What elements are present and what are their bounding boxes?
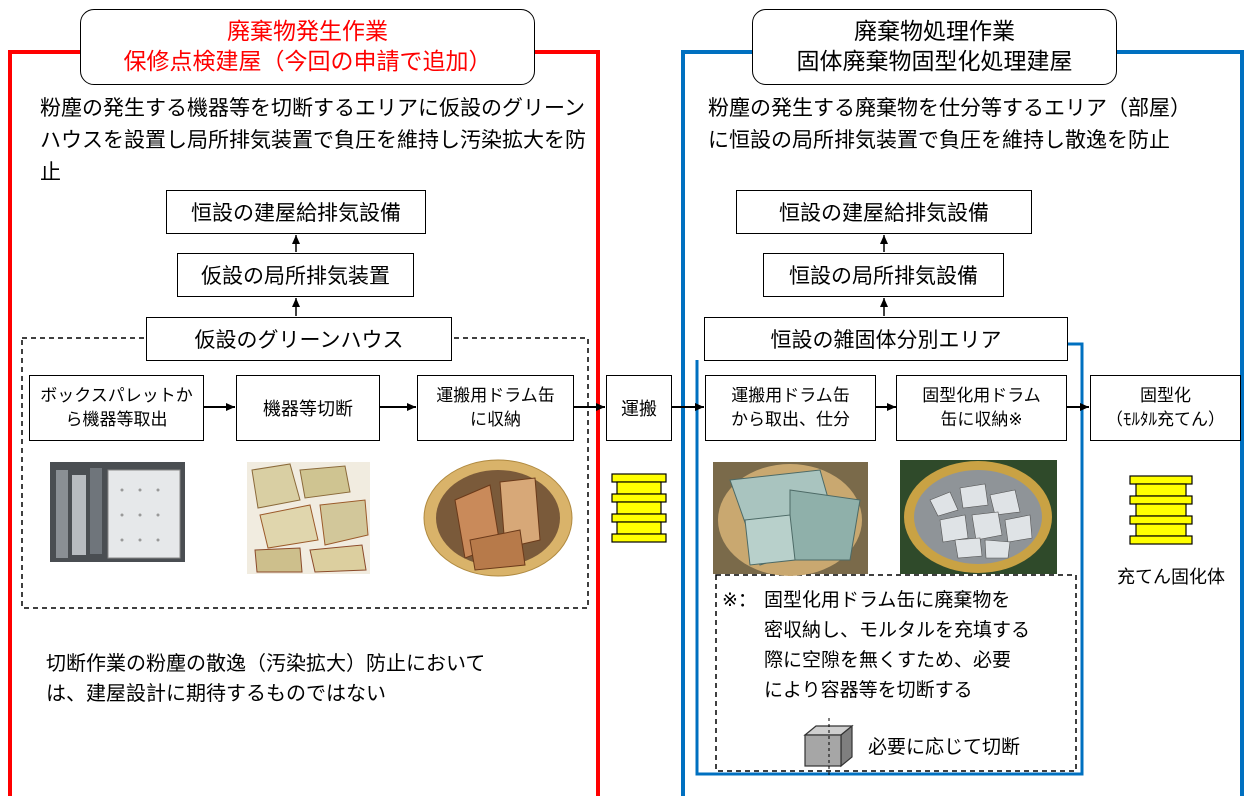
right-panel-title: 廃棄物処理作業 固体廃棄物固型化処理建屋 [752,9,1117,85]
photo-drum-storage [423,459,573,577]
photo-solidification-drum [900,460,1057,574]
drum-stack-icon-solidified [1129,475,1193,545]
solidified-label: 充てん固化体 [1117,567,1225,588]
cut-cube-icon [803,718,854,775]
right-title-line2: 固体廃棄物固型化処理建屋 [796,49,1073,75]
left-exhaust-local-box: 仮設の局所排気装置 [177,253,414,297]
left-step1-box: ボックスパレットか ら機器等取出 [29,375,204,441]
left-step2-box: 機器等切断 [236,375,380,441]
photo-cut-equipment [247,462,370,574]
left-title-line2: 保修点検建屋（今回の申請で追加） [123,49,492,75]
photo-box-pallet [50,462,185,562]
left-note: 切断作業の粉塵の散逸（汚染拡大）防止において は、建屋設計に期待するものではない [46,651,486,705]
transport-box: 運搬 [606,375,672,441]
left-title-line1: 廃棄物発生作業 [227,19,388,45]
right-sorting-area-box: 恒設の雑固体分別エリア [704,317,1068,361]
left-description: 粉塵の発生する機器等を切断するエリアに仮設のグリーンハウスを設置し局所排気装置で… [40,96,586,184]
right-exhaust-top-box: 恒設の建屋給排気設備 [736,190,1032,234]
drum-stack-icon-transport [611,473,667,543]
left-panel-frame [8,50,600,796]
right-exhaust-local-box: 恒設の局所排気設備 [763,253,1004,297]
right-step2-box: 固型化用ドラム 缶に収納※ [896,375,1067,441]
left-exhaust-top-box: 恒設の建屋給排気設備 [166,190,426,234]
right-panel-frame [681,50,1244,796]
right-title-line1: 廃棄物処理作業 [854,19,1015,45]
right-step3-box: 固型化 （ﾓﾙﾀﾙ充てん） [1090,375,1241,441]
left-panel-title: 廃棄物発生作業 保修点検建屋（今回の申請で追加） [80,9,535,85]
right-step1-box: 運搬用ドラム缶 から取出、仕分 [705,375,876,441]
right-description: 粉塵の発生する廃棄物を仕分等するエリア（部屋） に恒設の局所排気装置で負圧を維持… [708,96,1191,152]
photo-sorting [713,462,868,576]
left-greenhouse-box: 仮設のグリーンハウス [146,317,452,361]
footnote-boundary [715,574,1077,772]
sorting-area-frame [695,342,1084,776]
cut-label: 必要に応じて切断 [868,736,1021,758]
footnote-mark: ※： [722,589,757,611]
footnote-text: 固型化用ドラム缶に廃棄物を 密収納し、モルタルを充填する 際に空隙を無くすため、… [764,589,1031,701]
left-step3-box: 運搬用ドラム缶 に収納 [417,375,574,441]
